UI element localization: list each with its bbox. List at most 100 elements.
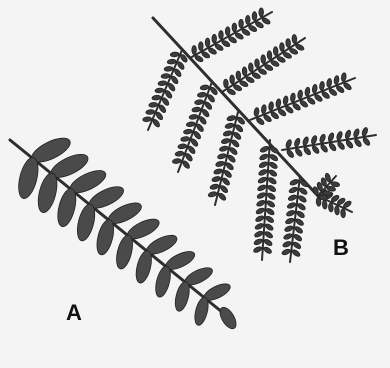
leaflet-b bbox=[215, 160, 225, 167]
leaflet-b bbox=[267, 51, 272, 60]
leaflet-b bbox=[292, 241, 302, 250]
leaflet-b bbox=[279, 43, 284, 52]
leaflet-b bbox=[236, 71, 241, 80]
leaflet-b bbox=[268, 169, 278, 178]
leaflet-b bbox=[223, 79, 228, 88]
leaflet-b bbox=[341, 72, 347, 81]
leaflet-a-lower bbox=[133, 249, 154, 284]
leaflet-b bbox=[294, 148, 303, 158]
leaflet-b bbox=[212, 34, 217, 43]
leaflet-b bbox=[353, 128, 360, 138]
pinna-b bbox=[250, 72, 355, 125]
leaflet-b bbox=[297, 194, 307, 203]
leaflet-b bbox=[319, 81, 325, 90]
leaflet-a-lower bbox=[192, 296, 210, 327]
leaflet-b bbox=[292, 34, 297, 43]
leaflet-b bbox=[266, 200, 276, 209]
leaflet-b bbox=[149, 102, 158, 108]
leaflet-b bbox=[286, 38, 291, 47]
leaflet-b bbox=[320, 143, 329, 153]
leaflet-b bbox=[299, 179, 309, 188]
leaflet-b bbox=[328, 203, 333, 212]
pinna-b bbox=[281, 176, 309, 262]
leaflet-b bbox=[232, 131, 242, 140]
leaflet-b bbox=[146, 109, 155, 115]
leaflet-b bbox=[193, 130, 202, 140]
leaflet-b bbox=[298, 187, 308, 196]
pinna-b bbox=[172, 82, 218, 172]
leaflet-b bbox=[264, 230, 274, 239]
leaflet-b bbox=[361, 127, 368, 137]
leaflet-b bbox=[319, 134, 326, 144]
leaflet-b bbox=[230, 75, 235, 84]
leaflet-b bbox=[183, 129, 192, 135]
leaflet-b bbox=[198, 116, 207, 126]
leaflet-b bbox=[263, 246, 273, 255]
leaflet-b bbox=[296, 210, 306, 219]
leaflet-b bbox=[219, 145, 229, 152]
leaflet-b bbox=[229, 146, 239, 155]
leaflet-b bbox=[254, 230, 264, 238]
leaflet-b bbox=[305, 87, 311, 96]
leaflet-a-lower bbox=[173, 280, 192, 312]
leaflet-b bbox=[227, 154, 237, 163]
leaflet-b bbox=[283, 96, 289, 105]
leaflet-b bbox=[257, 176, 267, 184]
rachilla-b bbox=[190, 12, 272, 58]
leaflet-b bbox=[265, 207, 275, 216]
leaflet-b bbox=[269, 153, 279, 162]
leaflet-b bbox=[293, 138, 300, 148]
leaflet-b bbox=[253, 238, 263, 246]
leaflet-b bbox=[256, 192, 266, 200]
leaflet-b bbox=[264, 223, 274, 232]
leaflet-b bbox=[286, 209, 296, 217]
leaflet-b bbox=[259, 8, 264, 17]
leaflet-b bbox=[253, 246, 263, 254]
leaflet-b bbox=[267, 176, 277, 185]
leaflet-b bbox=[265, 215, 275, 224]
leaflet-b bbox=[285, 217, 295, 225]
leaflet-b bbox=[287, 194, 297, 202]
leaflet-b bbox=[252, 12, 257, 21]
leaflet-b bbox=[312, 84, 318, 93]
leaflet-b bbox=[175, 151, 184, 157]
leaflet-b bbox=[226, 115, 236, 122]
pinna-b bbox=[190, 8, 272, 63]
leaflet-b bbox=[208, 191, 218, 198]
leaflet-b bbox=[261, 55, 266, 64]
leaflet-b bbox=[254, 222, 264, 230]
leaflet-b bbox=[225, 27, 230, 36]
leaflet-b bbox=[192, 46, 197, 55]
leaflet-b bbox=[303, 146, 312, 156]
leaflet-b bbox=[184, 152, 193, 162]
leaflet-b bbox=[190, 138, 199, 148]
leaflet-b bbox=[261, 104, 267, 113]
leaflet-b bbox=[225, 162, 235, 171]
pinna-b bbox=[253, 140, 280, 260]
leaflet-b bbox=[194, 99, 203, 105]
leaflet-b bbox=[268, 161, 278, 170]
rachilla-b bbox=[148, 50, 182, 130]
leaflet-b bbox=[217, 153, 227, 160]
leaflet-b bbox=[297, 202, 307, 211]
leaflet-b bbox=[232, 23, 237, 32]
leaflet-b bbox=[255, 215, 265, 223]
leaflet-b bbox=[182, 160, 191, 170]
leaflet-b bbox=[186, 121, 195, 127]
leaflet-b bbox=[258, 168, 268, 176]
rachis-a bbox=[10, 140, 222, 312]
leaflet-b bbox=[326, 78, 332, 87]
leaflet-b bbox=[275, 99, 281, 108]
leaflet-b bbox=[170, 52, 179, 58]
leaflet-b bbox=[200, 84, 209, 90]
leaflet-b bbox=[231, 139, 241, 148]
leaflet-b bbox=[291, 249, 301, 258]
leaflet-b bbox=[255, 207, 265, 215]
leaflet-b bbox=[219, 184, 229, 193]
leaflet-b bbox=[334, 75, 340, 84]
rachilla-b bbox=[250, 78, 355, 120]
leaflet-b bbox=[204, 101, 213, 111]
leaflet-b bbox=[207, 93, 216, 103]
leaflet-b bbox=[172, 158, 181, 164]
